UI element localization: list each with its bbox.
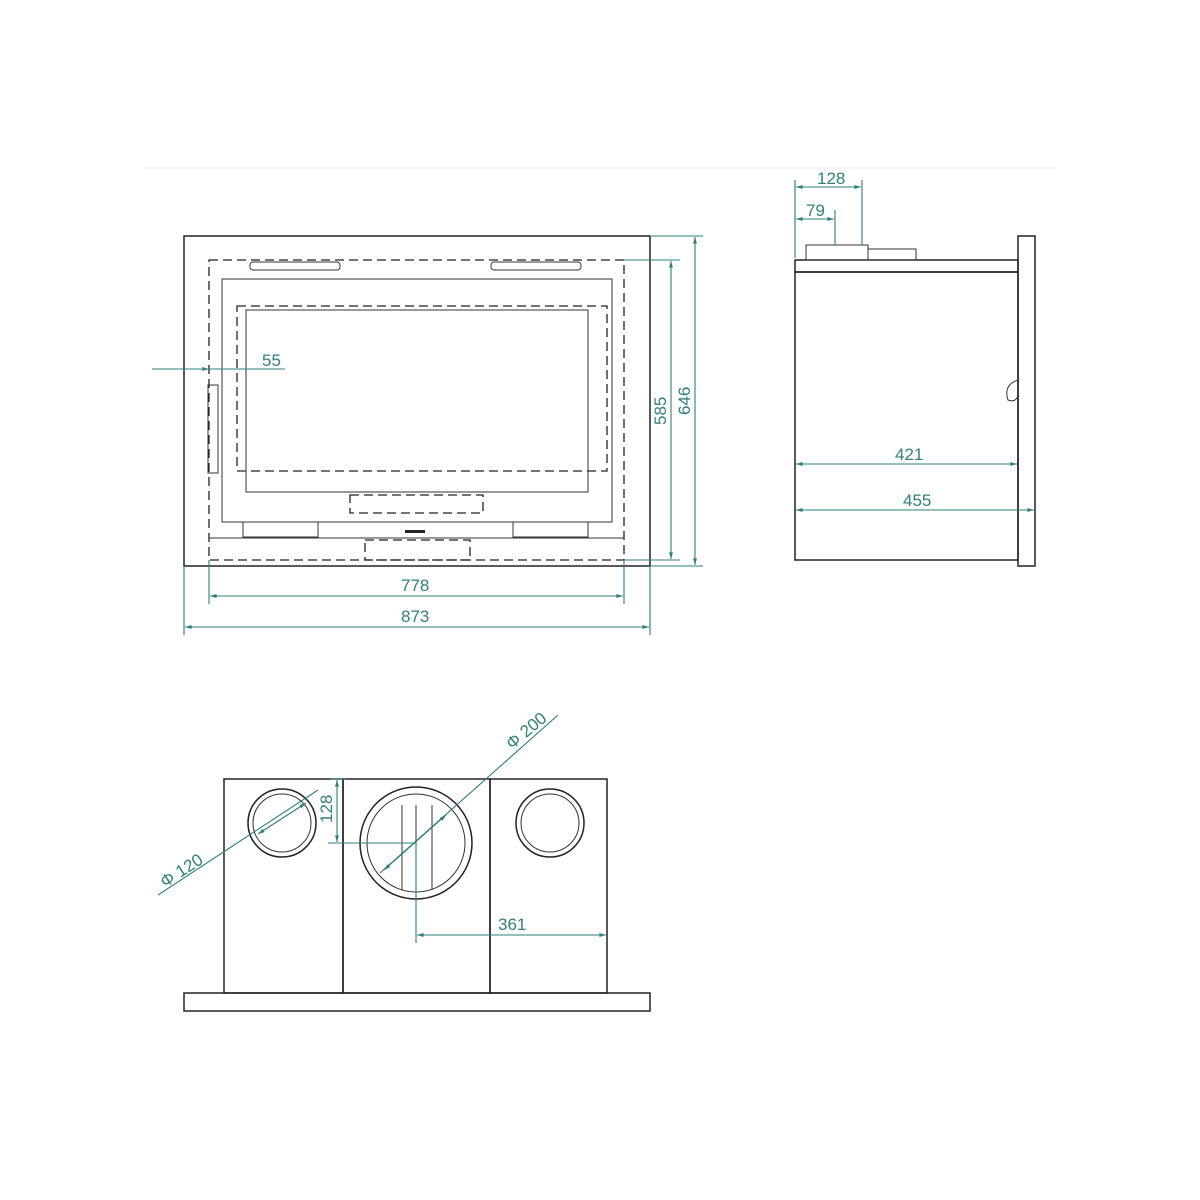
dim-label-646: 646 [675,387,694,415]
dim-label-455: 455 [903,491,931,510]
side-view: 128 79 421 455 [794,169,1036,567]
firebox-dashed [236,305,608,472]
dim-label-phi120: Φ 120 [157,850,206,891]
door-handle [207,384,219,474]
glass [245,309,589,493]
top-slot-left [249,261,341,271]
bottom-center-dashed [364,539,471,561]
left-vent-ring-inner [252,793,312,853]
dim-arrow-120 [257,802,307,835]
side-front-panel [1017,235,1036,567]
top-right-panel [489,778,608,994]
door [221,278,613,523]
dim-label-128-top: 128 [317,795,336,823]
dim-label-55: 55 [262,351,281,370]
dim-label-778: 778 [401,576,429,595]
bottom-vent-left [242,521,319,538]
right-vent-ring-outer [515,788,585,858]
front-view: 55 585 646 778 873 [152,235,703,635]
dim-label-873: 873 [401,607,429,626]
bottom-latch [405,530,425,533]
top-view: Φ 120 128 Φ 200 361 [157,709,651,1012]
dim-label-79: 79 [806,201,825,220]
side-handle [1006,379,1019,402]
air-control-dashed [349,494,484,514]
front-outer-frame [183,235,651,567]
right-vent-ring-inner [520,793,580,853]
dim-label-128: 128 [817,169,845,188]
dim-label-421: 421 [895,445,923,464]
flue-collar-cap [867,248,917,261]
top-base-plate [183,992,651,1012]
front-dashed-insert [208,259,625,561]
dim-label-585: 585 [651,397,670,425]
dim-arrow-200 [383,814,447,871]
flue-collar [805,244,869,261]
side-body [794,271,1019,561]
left-vent-ring-outer [247,788,317,858]
side-top-plate [794,259,1019,273]
top-slot-right [490,261,582,271]
bottom-vent-right [512,521,589,538]
dim-label-phi200: Φ 200 [502,709,550,754]
dim-label-361: 361 [498,915,526,934]
